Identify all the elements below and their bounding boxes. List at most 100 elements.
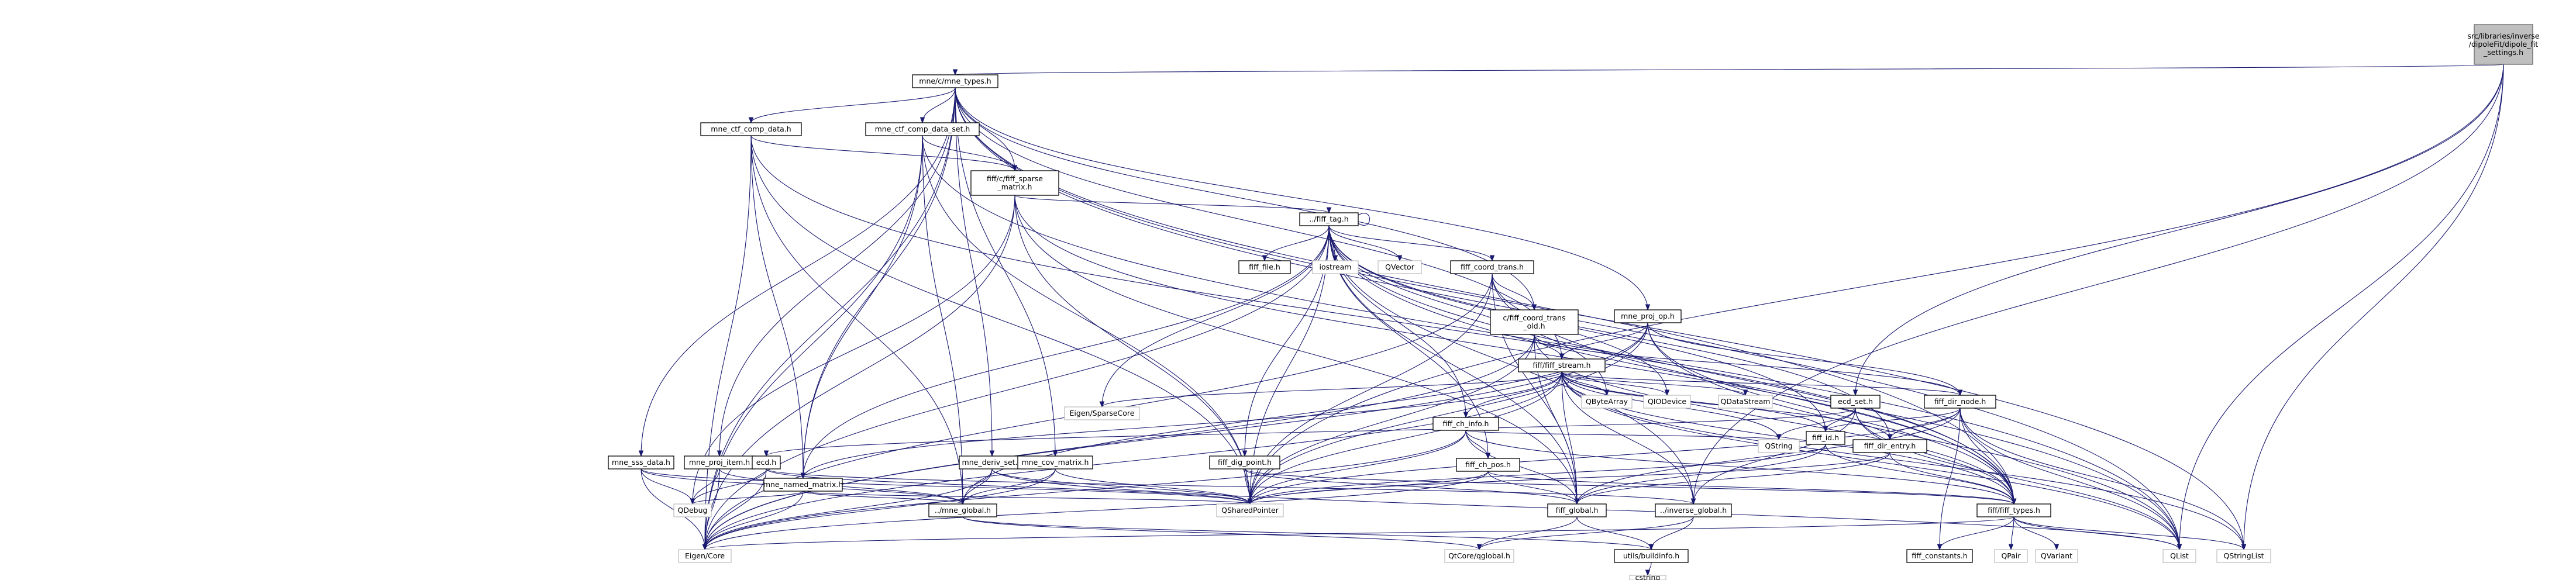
node-box [1994, 549, 2028, 563]
node-label: QString [1765, 441, 1792, 450]
node-inverse-global[interactable]: ../inverse_global.h [1655, 503, 1732, 517]
edge-fiff-dir-node-to-qstringlist [1959, 408, 2244, 550]
edge-ctf-comp-data-to-qsharedpointer [750, 135, 1251, 505]
node-label: fiff_coord_trans.h [1461, 263, 1524, 271]
node-box [1432, 417, 1499, 431]
node-fiff-stream[interactable]: fiff/fiff_stream.h [1518, 358, 1606, 372]
edge-mne-cov-matrix-to-qsharedpointer [1055, 468, 1251, 505]
edge-ecd-set-to-qlist [1855, 408, 2180, 550]
edge-root-to-qsharedpointer [1249, 64, 2504, 505]
edge-fiff-stream-to-eigen-sparse [1101, 371, 1562, 408]
node-label: /dipoleFit/dipole_fit [2469, 40, 2539, 49]
edge-ctf-comp-data-set-to-qsharedpointer [922, 135, 1251, 505]
node-label: fiff_file.h [1249, 263, 1280, 271]
node-fiff-dir-entry[interactable]: fiff_dir_entry.h [1852, 439, 1927, 453]
edge-mne-cov-matrix-to-eigen-core [704, 468, 1056, 550]
node-fiff-file[interactable]: fiff_file.h [1238, 260, 1291, 274]
node-label: mne_named_matrix.h [763, 480, 843, 489]
edge-fiff-dir-node-to-fiff-types [1959, 408, 2014, 505]
node-label: fiff/c/fiff_sparse [987, 174, 1043, 183]
node-label: ../fiff_tag.h [1309, 215, 1348, 223]
node-eigen-core: Eigen/Core [678, 549, 732, 563]
node-box [1655, 503, 1732, 517]
node-fiff-ch-pos[interactable]: fiff_ch_pos.h [1456, 458, 1520, 472]
node-qtcore-qglobal: QtCore/qglobal.h [1444, 549, 1514, 563]
edge-mne-sss-data-to-qdebug [640, 468, 693, 505]
node-ctf-comp-data[interactable]: mne_ctf_comp_data.h [700, 122, 802, 136]
edge-fiff-coord-trans-to-qiodevice [1492, 273, 1668, 396]
node-ctf-comp-data-set[interactable]: mne_ctf_comp_data_set.h [865, 122, 980, 136]
node-mne-named-matrix[interactable]: mne_named_matrix.h [763, 478, 843, 492]
node-root[interactable]: src/libraries/inverse/dipoleFit/dipole_f… [2468, 24, 2540, 65]
node-qstringlist: QStringList [2216, 549, 2271, 563]
node-label: fiff_constants.h [1912, 551, 1967, 560]
node-box [1976, 503, 2051, 517]
edge-ctf-comp-data-to-mne-global [750, 135, 963, 505]
edge-fiff-dir-node-to-fiff-id [1825, 408, 1961, 432]
node-buildinfo[interactable]: utils/buildinfo.h [1614, 549, 1689, 563]
node-ecd[interactable]: ecd.h [752, 455, 781, 469]
node-box [2162, 549, 2196, 563]
edge-mne-types-to-mne-sss-data [640, 87, 956, 457]
node-fiff-dir-node[interactable]: fiff_dir_node.h [1924, 395, 1996, 409]
edge-arrowhead [1742, 389, 1748, 396]
edge-mne-types-to-qstringlist [955, 87, 2244, 550]
node-mne-proj-op[interactable]: mne_proj_op.h [1614, 309, 1682, 323]
node-c-fiff-coord-trans-old[interactable]: c/fiff_coord_trans_old.h [1490, 309, 1579, 335]
node-label: fiff_dir_node.h [1934, 397, 1986, 406]
node-label: fiff_ch_pos.h [1465, 460, 1511, 469]
node-box [2216, 549, 2271, 563]
node-mne-proj-item[interactable]: mne_proj_item.h [684, 455, 755, 469]
node-qlist: QList [2162, 549, 2196, 563]
node-label: mne_proj_op.h [1621, 312, 1675, 320]
dependency-nodes: src/libraries/inverse/dipoleFit/dipole_f… [608, 24, 2540, 580]
edge-mne-types-to-ctf-comp-data-set [922, 87, 956, 123]
edge-mne-types-to-fiff-stream [955, 87, 1562, 360]
edge-fiff-ch-pos-to-eigen-core [704, 471, 1489, 550]
node-fiff-id[interactable]: fiff_id.h [1806, 431, 1845, 445]
node-mne-sss-data[interactable]: mne_sss_data.h [608, 455, 674, 469]
edge-c-fiff-coord-trans-old-to-fiff-dir-node [1534, 334, 1961, 396]
node-box [1518, 358, 1606, 372]
node-label: mne_proj_item.h [689, 458, 750, 467]
node-box [1299, 212, 1359, 226]
edge-c-fiff-coord-trans-old-to-eigen-core [704, 334, 1535, 550]
edge-inverse-global-to-buildinfo [1651, 516, 1694, 550]
edge-arrowhead [1648, 544, 1654, 551]
edge-fiff-global-to-qtcore-qglobal [1479, 516, 1578, 550]
node-fiff-coord-trans[interactable]: fiff_coord_trans.h [1450, 260, 1534, 274]
node-box [752, 455, 781, 469]
edge-fiff-dir-node-to-fiff-dir-entry [1889, 408, 1961, 440]
edge-root-to-qstringlist [2243, 64, 2504, 550]
node-label: QByteArray [1586, 397, 1628, 406]
node-fiff-global[interactable]: fiff_global.h [1547, 503, 1607, 517]
edge-mne-types-to-ctf-comp-data [750, 87, 956, 123]
edge-arrowhead [763, 450, 769, 457]
edge-inverse-global-to-qtcore-qglobal [1479, 516, 1694, 550]
node-fiff-dig-point[interactable]: fiff_dig_point.h [1209, 455, 1280, 469]
edge-fiff-sparse-to-fiff-tag [1014, 195, 1330, 213]
node-box [1718, 395, 1773, 409]
edge-fiff-ch-pos-to-qsharedpointer [1249, 471, 1489, 505]
node-mne-types[interactable]: mne/c/mne_types.h [912, 74, 998, 88]
node-label: QDebug [678, 506, 708, 515]
node-box [673, 503, 712, 517]
node-fiff-constants[interactable]: fiff_constants.h [1906, 549, 1973, 563]
node-box [1614, 549, 1689, 563]
node-fiff-types[interactable]: fiff/fiff_types.h [1976, 503, 2051, 517]
node-mne-global[interactable]: ../mne_global.h [928, 503, 997, 517]
node-box [1377, 260, 1422, 274]
node-box [912, 74, 998, 88]
edge-fiff-sparse-to-qdebug [692, 195, 1015, 505]
node-fiff-sparse[interactable]: fiff/c/fiff_sparse_matrix.h [970, 170, 1059, 196]
edge-fiff-stream-to-fiff-global [1561, 371, 1578, 505]
node-fiff-tag[interactable]: ../fiff_tag.h [1299, 212, 1359, 226]
node-mne-deriv-set[interactable]: mne_deriv_set.h [959, 455, 1025, 469]
node-fiff-ch-info[interactable]: fiff_ch_info.h [1432, 417, 1499, 431]
edge-fiff-types-to-fiff-constants [1939, 516, 2014, 550]
node-qstring: QString [1758, 439, 1800, 453]
node-ecd-set[interactable]: ecd_set.h [1830, 395, 1881, 409]
node-mne-cov-matrix[interactable]: mne_cov_matrix.h [1017, 455, 1093, 469]
node-box [1209, 455, 1280, 469]
node-label: mne_deriv_set.h [962, 458, 1022, 467]
